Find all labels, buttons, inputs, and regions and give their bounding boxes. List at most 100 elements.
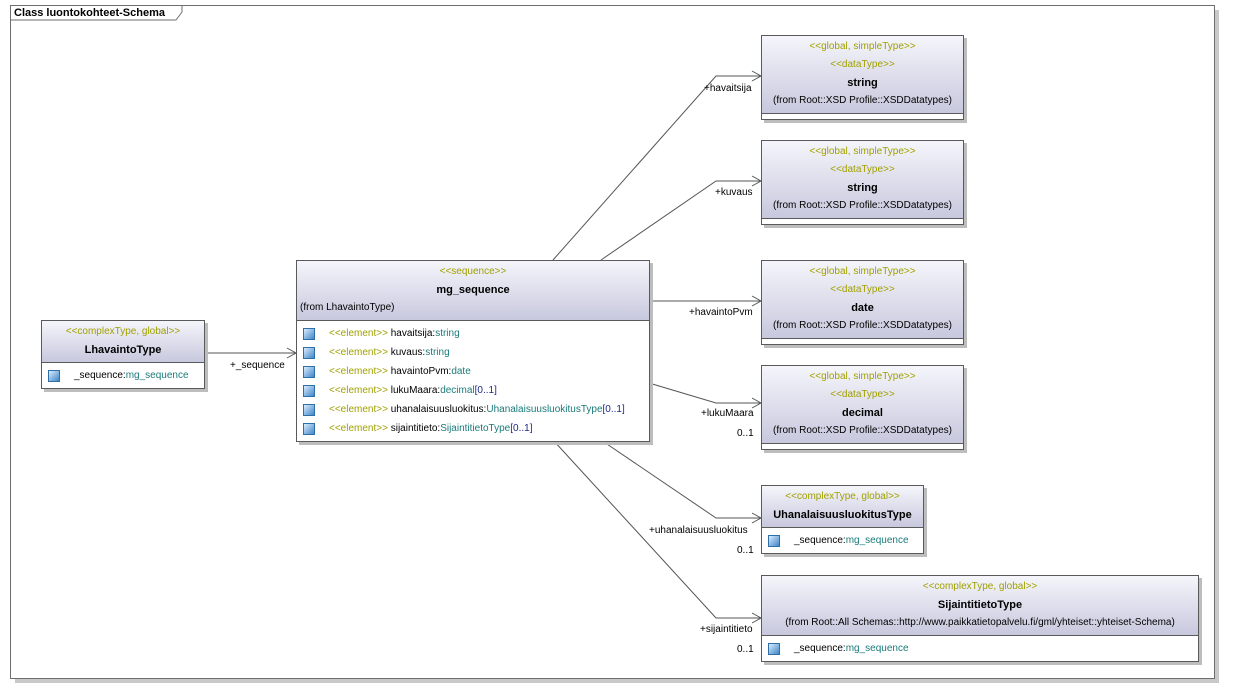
role-label-kuvaus: +kuvaus — [715, 187, 753, 198]
attribute-row[interactable]: _sequence: mg_sequence — [766, 639, 1194, 658]
class-date[interactable]: <<global, simpleType>> <<dataType>> date… — [761, 260, 964, 345]
stereotype-label: <<dataType>> — [830, 164, 895, 175]
class-header: <<complexType, global>> Uhanalaisuusluok… — [762, 486, 923, 528]
diagram-title: Class luontokohteet-Schema — [14, 7, 165, 19]
class-header: <<global, simpleType>> <<dataType>> deci… — [762, 366, 963, 444]
class-origin: (from Root::XSD Profile::XSDDatatypes) — [773, 200, 952, 211]
attribute-name: sijaintitieto: — [390, 423, 441, 434]
class-origin: (from Root::XSD Profile::XSDDatatypes) — [773, 425, 952, 436]
attribute-name: uhanalaisuusluokitus: — [390, 404, 487, 415]
role-label-sequence: +_sequence — [230, 360, 285, 371]
class-header: <<global, simpleType>> <<dataType>> date… — [762, 261, 963, 339]
class-decimal[interactable]: <<global, simpleType>> <<dataType>> deci… — [761, 365, 964, 450]
role-label-havaintopvm: +havaintoPvm — [689, 307, 753, 318]
class-origin: (from LhavaintoType) — [300, 302, 395, 313]
class-uhanalaisuusluokitustype[interactable]: <<complexType, global>> Uhanalaisuusluok… — [761, 485, 924, 554]
empty-compartment — [762, 339, 963, 344]
attribute-type: mg_sequence — [845, 643, 909, 654]
class-name: SijaintitietoType — [937, 599, 1023, 611]
attribute-type: string — [425, 347, 450, 358]
link-uhanalaisuus — [600, 439, 761, 519]
attribute-row[interactable]: <<element>> uhanalaisuusluokitus:Uhanala… — [301, 400, 645, 419]
attribute-icon — [768, 642, 780, 655]
attribute-stereotype: <<element>> — [329, 366, 388, 377]
frame-shadow — [1214, 10, 1219, 682]
link-lukuMaara — [648, 382, 761, 404]
multiplicity-lukumaara: 0..1 — [737, 428, 754, 439]
class-name: decimal — [842, 407, 883, 419]
attribute-stereotype: <<element>> — [329, 328, 388, 339]
attribute-row[interactable]: <<element>> havaintoPvm:date — [301, 362, 645, 381]
stereotype-label: <<global, simpleType>> — [809, 266, 916, 277]
stereotype-label: <<global, simpleType>> — [809, 41, 916, 52]
title-tab-outline — [11, 6, 183, 21]
attribute-icon — [303, 422, 315, 435]
stereotype-label: <<dataType>> — [830, 389, 895, 400]
empty-compartment — [762, 444, 963, 449]
attribute-type: date — [451, 366, 471, 377]
class-name: mg_sequence — [436, 284, 510, 296]
role-label-havaitsija: +havaitsija — [704, 83, 752, 94]
attribute-stereotype: <<element>> — [329, 423, 388, 434]
attribute-list: <<element>> havaitsija:string <<element>… — [297, 321, 649, 441]
link-kuvaus — [600, 180, 761, 261]
attribute-row[interactable]: _sequence: mg_sequence — [766, 531, 919, 550]
attribute-icon — [303, 384, 315, 397]
attribute-type: mg_sequence — [125, 370, 189, 381]
class-sijaintitietotype[interactable]: <<complexType, global>> SijaintitietoTyp… — [761, 575, 1199, 662]
attribute-multiplicity: [0..1] — [510, 423, 533, 434]
class-name: LhavaintoType — [84, 344, 162, 356]
attribute-multiplicity: [0..1] — [474, 385, 497, 396]
attribute-type: decimal — [440, 385, 475, 396]
link-havaitsija — [552, 75, 761, 261]
class-header: <<sequence>> mg_sequence (from Lhavainto… — [297, 261, 649, 321]
attribute-row[interactable]: _sequence: mg_sequence — [46, 366, 200, 385]
class-name: UhanalaisuusluokitusType — [773, 509, 912, 521]
class-header: <<global, simpleType>> <<dataType>> stri… — [762, 36, 963, 114]
class-origin: (from Root::XSD Profile::XSDDatatypes) — [773, 95, 952, 106]
attribute-name: kuvaus: — [390, 347, 426, 358]
attribute-type: mg_sequence — [845, 535, 909, 546]
attribute-name: havaintoPvm: — [390, 366, 452, 377]
role-label-sijaintitieto: +sijaintitieto — [700, 624, 753, 635]
empty-compartment — [762, 114, 963, 119]
attribute-icon — [768, 534, 780, 547]
attribute-row[interactable]: <<element>> sijaintitieto:SijaintitietoT… — [301, 419, 645, 438]
class-name: string — [847, 77, 878, 89]
class-mg-sequence[interactable]: <<sequence>> mg_sequence (from Lhavainto… — [296, 260, 650, 442]
attribute-type: UhanalaisuusluokitusType — [486, 404, 603, 415]
stereotype-label: <<complexType, global>> — [785, 491, 900, 502]
class-origin: (from Root::All Schemas::http://www.paik… — [785, 617, 1175, 628]
class-name: date — [851, 302, 874, 314]
attribute-stereotype: <<element>> — [329, 404, 388, 415]
attribute-row[interactable]: <<element>> lukuMaara:decimal[0..1] — [301, 381, 645, 400]
attribute-icon — [303, 365, 315, 378]
attribute-icon — [303, 346, 315, 359]
attribute-name: _sequence: — [74, 370, 126, 381]
stereotype-label: <<dataType>> — [830, 284, 895, 295]
stereotype-label: <<complexType, global>> — [922, 581, 1038, 592]
link-sijainti — [552, 439, 761, 619]
class-header: <<complexType, global>> LhavaintoType — [42, 321, 204, 363]
stereotype-label: <<global, simpleType>> — [809, 371, 916, 382]
attribute-name: lukuMaara: — [390, 385, 441, 396]
attribute-multiplicity: [0..1] — [602, 404, 625, 415]
attribute-list: _sequence: mg_sequence — [762, 528, 923, 553]
attribute-row[interactable]: <<element>> kuvaus:string — [301, 343, 645, 362]
attribute-icon — [303, 327, 315, 340]
role-label-lukumaara: +lukuMaara — [701, 408, 754, 419]
stereotype-label: <<dataType>> — [830, 59, 895, 70]
class-origin: (from Root::XSD Profile::XSDDatatypes) — [773, 320, 952, 331]
multiplicity-sijaintitieto: 0..1 — [737, 644, 754, 655]
class-lhavaintotype[interactable]: <<complexType, global>> LhavaintoType _s… — [41, 320, 205, 389]
attribute-icon — [48, 369, 60, 382]
stereotype-label: <<sequence>> — [439, 266, 507, 277]
class-string-kuvaus[interactable]: <<global, simpleType>> <<dataType>> stri… — [761, 140, 964, 225]
attribute-list: _sequence: mg_sequence — [42, 363, 204, 388]
attribute-row[interactable]: <<element>> havaitsija:string — [301, 324, 645, 343]
frame-shadow — [15, 678, 1219, 683]
role-label-uhanalaisuusluokitus: +uhanalaisuusluokitus — [649, 525, 748, 536]
class-string-havaitsija[interactable]: <<global, simpleType>> <<dataType>> stri… — [761, 35, 964, 120]
attribute-list: _sequence: mg_sequence — [762, 636, 1198, 661]
attribute-stereotype: <<element>> — [329, 347, 388, 358]
